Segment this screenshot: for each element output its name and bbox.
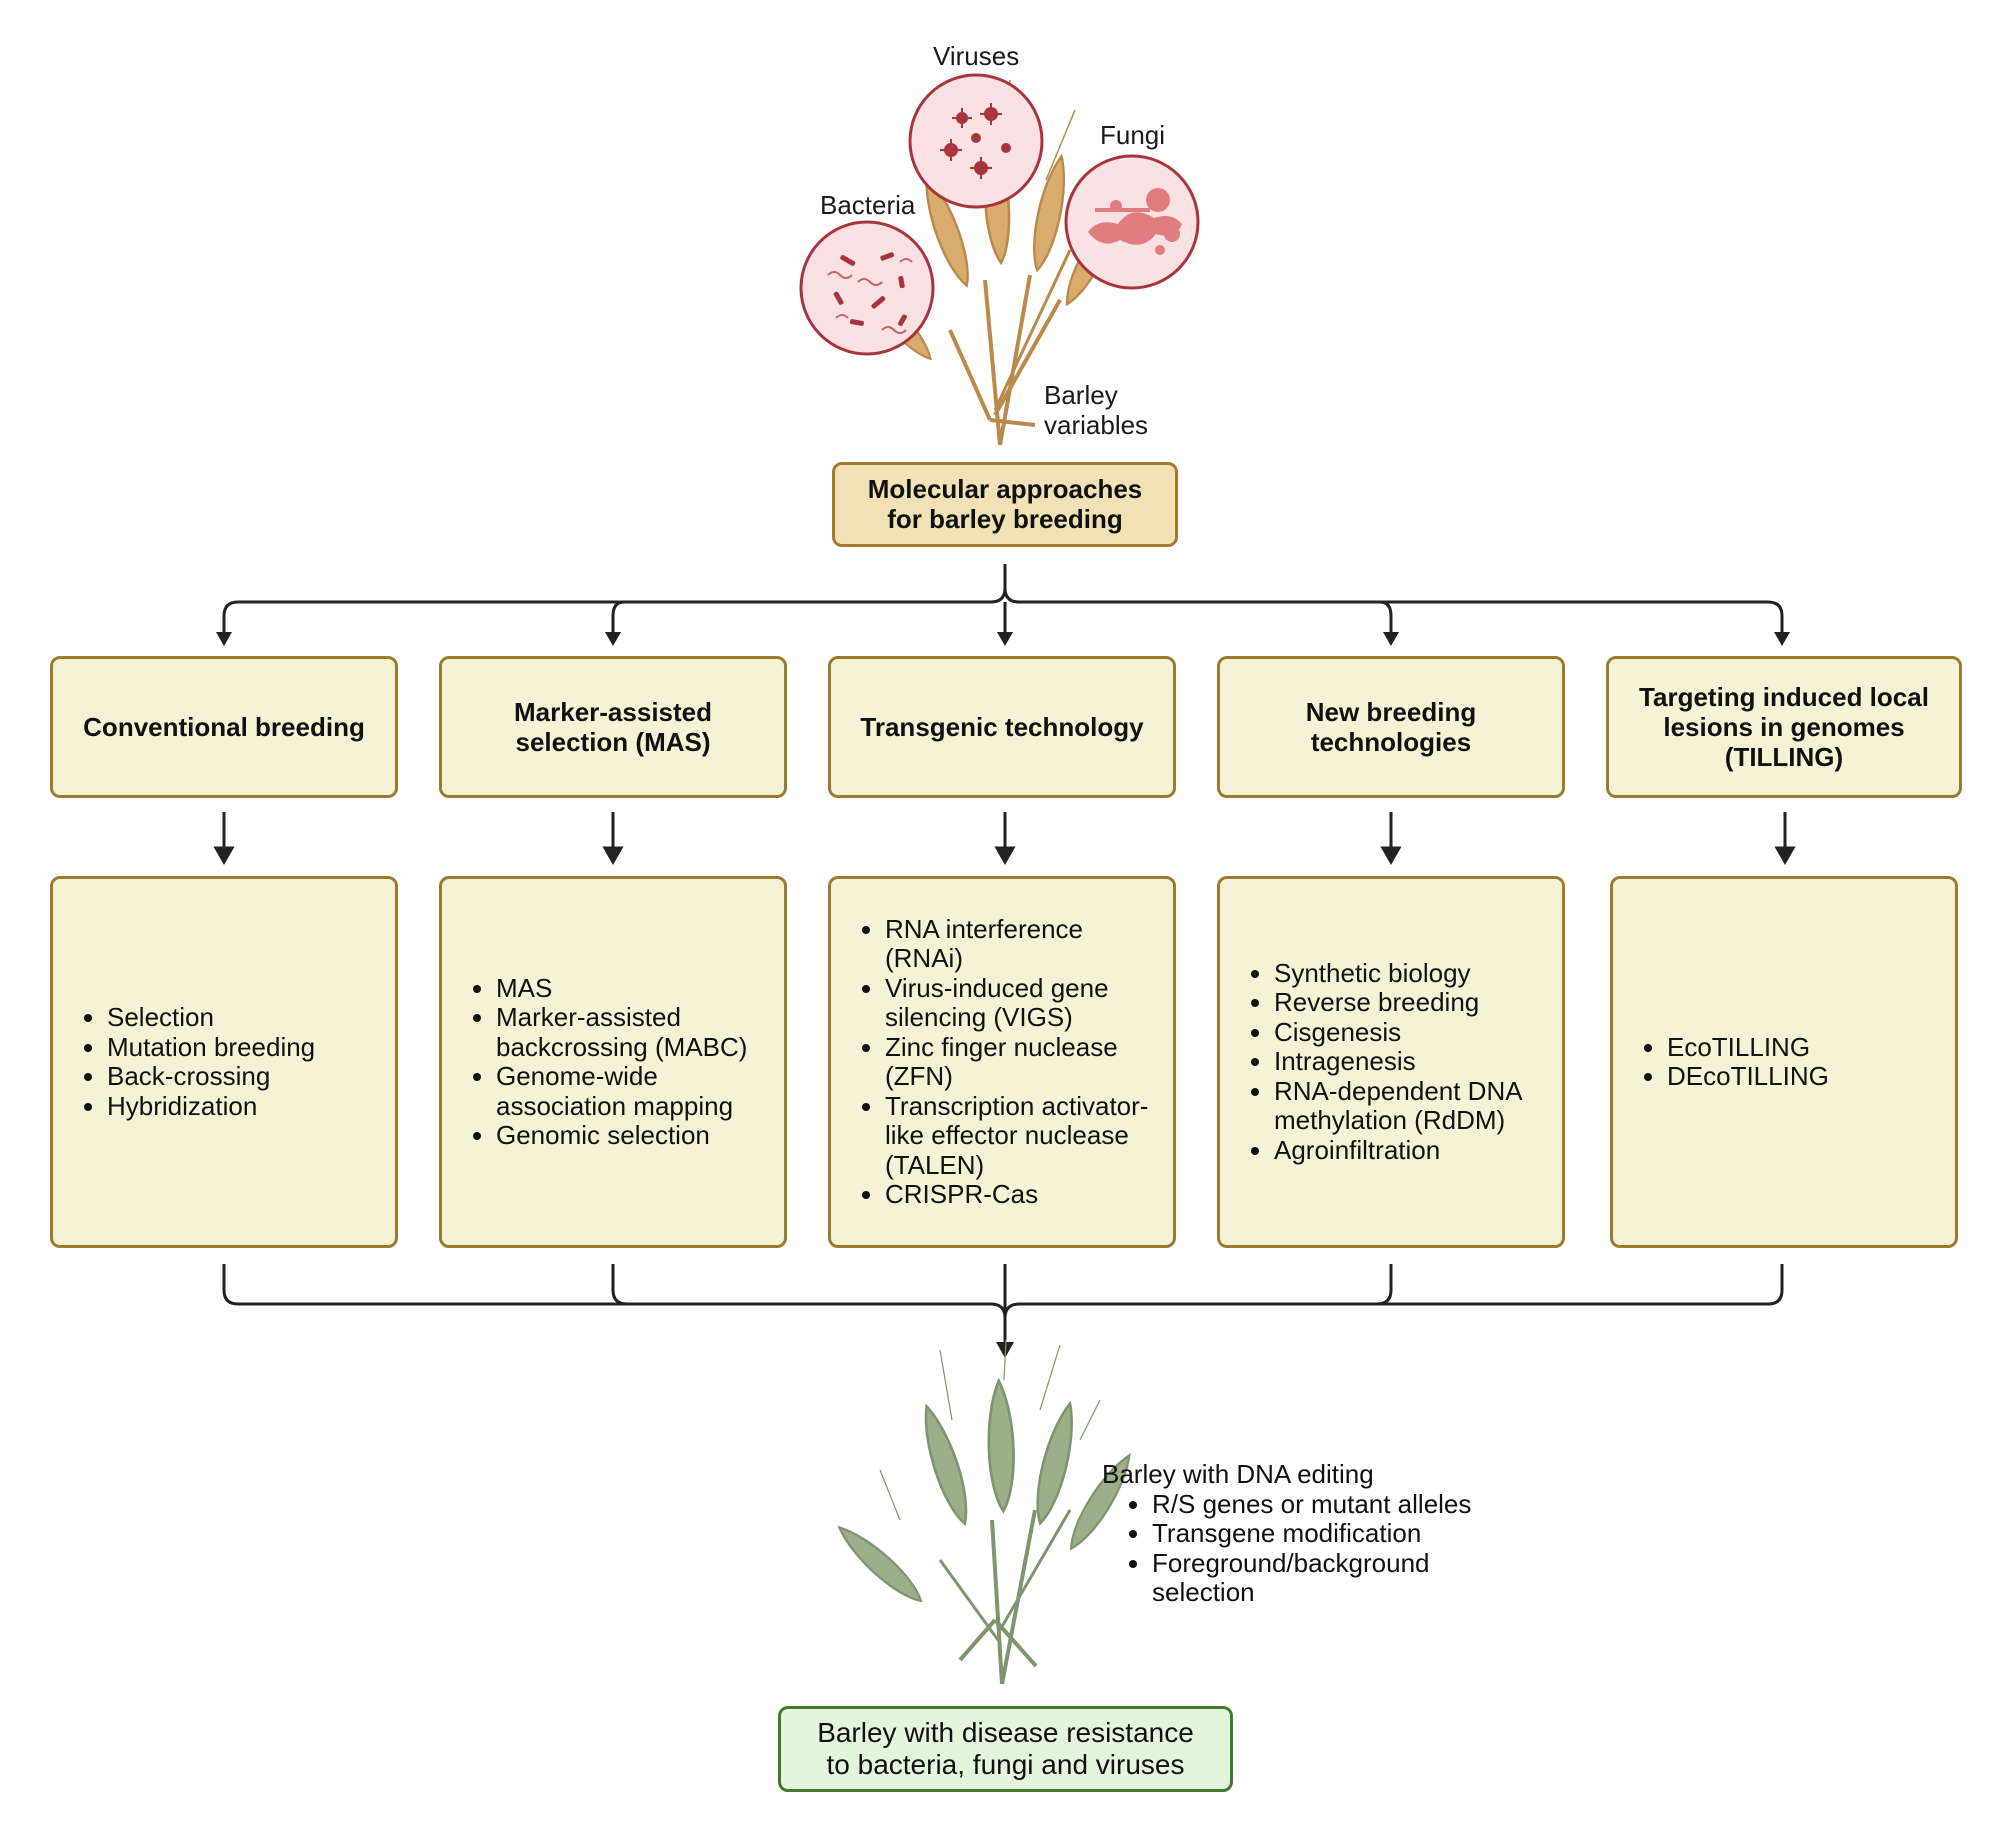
list-item: RNA-dependent DNA methylation (RdDM) [1274, 1076, 1544, 1136]
approach-header-tilling: Targeting induced local lesions in genom… [1606, 656, 1962, 798]
list-item: Synthetic biology [1274, 958, 1544, 989]
barley-green-icon [831, 1339, 1140, 1685]
list-item: Cisgenesis [1274, 1017, 1544, 1048]
list-item: Transgene modification [1152, 1518, 1471, 1549]
approach-header-conventional: Conventional breeding [50, 656, 398, 798]
list-item: Hybridization [107, 1091, 377, 1122]
approach-header-new-breeding: New breeding technologies [1217, 656, 1565, 798]
list-item: Intragenesis [1274, 1047, 1544, 1077]
list-item: Virus-induced gene silencing (VIGS) [885, 973, 1149, 1033]
list-item: Reverse breeding [1274, 988, 1544, 1018]
new-breeding-list: Synthetic biology Reverse breeding Cisge… [1238, 958, 1544, 1166]
list-item: DEcoTILLING [1667, 1061, 1937, 1092]
list-item: Genome-wide association mapping [496, 1061, 766, 1121]
approach-details-conventional: Selection Mutation breeding Back-crossin… [50, 876, 398, 1248]
dna-editing-block: Barley with DNA editing R/S genes or mut… [1102, 1459, 1471, 1608]
approach-details-mas: MAS Marker-assisted backcrossing (MABC) … [439, 876, 787, 1248]
bottom-connectors [222, 1264, 1784, 1346]
approach-details-transgenic: RNA interference (RNAi) Virus-induced ge… [828, 876, 1176, 1248]
barley-gold-icon [853, 79, 1130, 446]
list-item: RNA interference (RNAi) [885, 914, 1149, 974]
barley-variables-label: Barley variables [1044, 380, 1149, 440]
mas-list: MAS Marker-assisted backcrossing (MABC) … [460, 973, 766, 1151]
list-item: Back-crossing [107, 1061, 377, 1092]
top-connectors [222, 564, 1784, 636]
bacteria-icon [799, 220, 935, 356]
result-box: Barley with disease resistance to bacter… [778, 1706, 1233, 1792]
middle-arrows [213, 812, 1796, 866]
approach-header-transgenic: Transgenic technology [828, 656, 1176, 798]
bacteria-label: Bacteria [820, 190, 916, 220]
list-item: Transcription activator-like effector nu… [885, 1091, 1149, 1181]
approach-header-mas: Marker-assisted selection (MAS) [439, 656, 787, 798]
list-item: Marker-assisted backcrossing (MABC) [496, 1002, 766, 1062]
list-item: MAS [496, 973, 766, 1004]
list-item: Genomic selection [496, 1120, 766, 1151]
list-item: EcoTILLING [1667, 1032, 1937, 1063]
transgenic-list: RNA interference (RNAi) Virus-induced ge… [849, 914, 1155, 1210]
list-item: CRISPR-Cas [885, 1179, 1149, 1210]
list-item: Foreground/background selection [1152, 1548, 1452, 1608]
top-arrowheads [216, 632, 1790, 646]
list-item: Agroinfiltration [1274, 1135, 1544, 1166]
tilling-list: EcoTILLING DEcoTILLING [1631, 1032, 1937, 1092]
list-item: Mutation breeding [107, 1032, 377, 1063]
dna-editing-title: Barley with DNA editing [1102, 1459, 1374, 1489]
conventional-list: Selection Mutation breeding Back-crossin… [71, 1002, 377, 1122]
dna-editing-list: R/S genes or mutant alleles Transgene mo… [1102, 1489, 1471, 1608]
list-item: Zinc finger nuclease (ZFN) [885, 1032, 1149, 1092]
fungi-label: Fungi [1100, 120, 1166, 150]
approach-details-new-breeding: Synthetic biology Reverse breeding Cisge… [1217, 876, 1565, 1248]
fungi-icon [1064, 154, 1200, 290]
approach-details-tilling: EcoTILLING DEcoTILLING [1610, 876, 1958, 1248]
main-approaches-box: Molecular approaches for barley breeding [832, 462, 1178, 547]
list-item: Selection [107, 1002, 377, 1033]
list-item: R/S genes or mutant alleles [1152, 1489, 1471, 1520]
viruses-label: Viruses [933, 41, 1020, 71]
virus-icon [908, 73, 1044, 209]
